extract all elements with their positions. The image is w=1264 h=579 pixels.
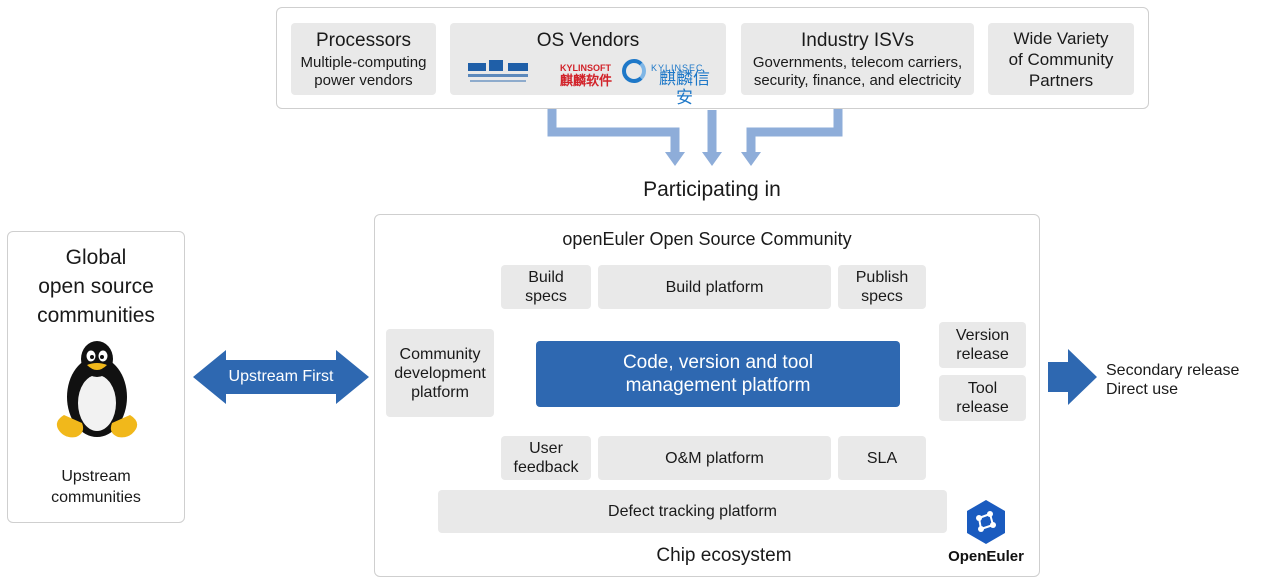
chip-ecosystem-label: Chip ecosystem [656,545,792,566]
sla-box: SLA [838,436,926,480]
global-title-line3: communities [37,304,155,327]
participation-connectors [547,95,843,152]
version-release-line1: Version [955,327,1010,344]
upstream-double-arrow [193,350,369,404]
community-dev-line3: platform [411,383,469,401]
global-communities-title: Global open source communities [7,243,185,330]
core-platform-line1: Code, version and tool [622,352,814,373]
kylinsec-logo-top: KYLINSEC [651,63,704,73]
processors-desc-line1: Multiple-computing [300,53,427,71]
build-platform-box: Build platform [598,265,831,309]
partners-line2: of Community [1008,49,1114,69]
industry-isvs-title: Industry ISVs [801,29,914,51]
output-line1: Secondary release [1106,362,1240,379]
kylinsoft-logo-top: KYLINSOFT [560,63,611,73]
industry-isvs-desc-line2: security, finance, and electricity [753,71,962,89]
om-platform-label: O&M platform [665,449,764,467]
build-specs-line2: specs [525,288,567,305]
tool-release-line1: Tool [967,380,998,397]
upstream-line1: Upstream [61,468,131,485]
publish-specs-line1: Publish [855,269,909,286]
os-vendors-box: OS Vendors KYLINSOFT 麒麟软件 KYLINSEC 麒麟信安 [450,23,726,107]
output-line2: Direct use [1106,381,1179,398]
output-labels: Secondary release Direct use [1106,361,1239,399]
partners-box: Wide Variety of Community Partners [988,23,1134,95]
vendor-logo-1 [466,59,530,87]
partners-line1: Wide Variety [1013,28,1109,48]
processors-title: Processors [315,29,412,51]
participating-label: Participating in [643,178,781,201]
tool-release-line2: release [956,399,1009,416]
linux-penguin-icon [56,341,138,438]
core-platform-line2: management platform [625,375,811,396]
community-dev-platform-box: Community development platform [386,329,494,417]
openeuler-logo-icon [967,500,1005,544]
user-feedback-box: User feedback [501,436,591,480]
participation-arrowheads [665,152,761,166]
publish-specs-line2: specs [861,288,903,305]
version-release-box: Version release [939,322,1026,368]
kylinsoft-logo-bottom: 麒麟软件 [560,73,613,88]
partners-line3: Partners [1028,70,1094,90]
defect-tracking-label: Defect tracking platform [608,503,777,520]
community-title: openEuler Open Source Community [562,229,852,249]
upstream-communities-label: Upstream communities [7,466,185,508]
global-title-line1: Global [65,246,127,269]
build-specs-box: Build specs [501,265,591,309]
upstream-first-label: Upstream First [228,368,334,385]
processors-box: Processors Multiple-computing power vend… [291,23,436,95]
defect-tracking-box: Defect tracking platform [438,490,947,533]
kylinsec-logo: KYLINSEC 麒麟信安 [622,57,718,107]
community-dev-line2: development [394,364,486,382]
kylinsec-swirl-icon [622,59,646,83]
global-title-line2: open source [38,275,154,298]
industry-isvs-box: Industry ISVs Governments, telecom carri… [741,23,974,95]
user-feedback-line1: User [529,440,563,457]
industry-isvs-desc-line1: Governments, telecom carriers, [752,53,963,71]
tool-release-box: Tool release [939,375,1026,421]
openeuler-logo-text: OpenEuler [948,548,1024,565]
kylinsoft-logo: KYLINSOFT 麒麟软件 [560,59,612,89]
build-specs-line1: Build [528,269,564,286]
sla-label: SLA [866,449,898,467]
community-dev-line1: Community [399,345,481,363]
build-platform-label: Build platform [665,278,764,296]
processors-desc-line2: power vendors [314,71,413,89]
user-feedback-line2: feedback [513,459,579,476]
publish-specs-box: Publish specs [838,265,926,309]
core-platform-box: Code, version and tool management platfo… [536,341,900,407]
os-vendors-title: OS Vendors [536,30,640,51]
kylinsec-logo-bottom: 麒麟信安 [659,69,710,107]
output-arrow [1048,349,1097,405]
upstream-line2: communities [51,489,141,506]
version-release-line2: release [956,346,1009,363]
om-platform-box: O&M platform [598,436,831,480]
